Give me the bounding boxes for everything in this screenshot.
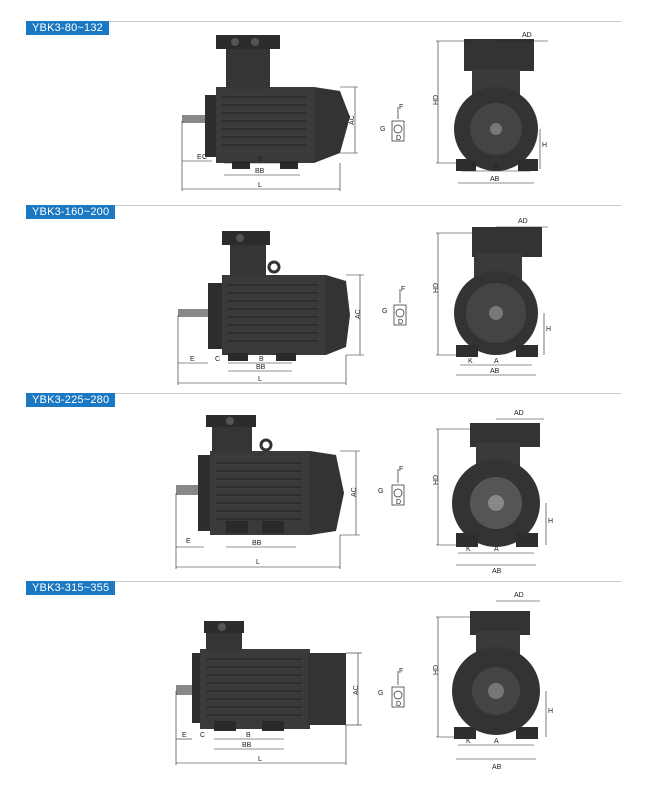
dim-label-b: B — [246, 732, 251, 739]
front-label-hd: HD — [433, 475, 440, 485]
shaft-label-d: D — [396, 701, 401, 708]
front-label-hd: HD — [433, 665, 440, 675]
shaft-detail — [391, 671, 405, 708]
section-divider — [26, 205, 621, 206]
dim-label-ac: AC — [351, 487, 358, 497]
shaft-label-d: D — [396, 499, 401, 506]
model-tag: YBK3-80~132 — [26, 21, 110, 35]
side-view-motor — [176, 621, 346, 731]
dim-label-e: E — [190, 356, 195, 363]
front-label-ad: AD — [514, 592, 524, 599]
front-label-hd: HD — [433, 95, 440, 105]
front-label-h: H — [546, 326, 551, 333]
section-divider — [26, 393, 621, 394]
shaft-label-g: G — [380, 126, 385, 133]
dim-label-c: C — [215, 356, 220, 363]
front-label-h: H — [548, 708, 553, 715]
motor-section: YBK3-80~132 — [0, 21, 645, 201]
dim-label-c: C — [202, 154, 207, 161]
shaft-label-d: D — [398, 319, 403, 326]
dimension-drawing: E C B BB L AC F G D AD — [177, 218, 551, 385]
front-view-motor — [452, 611, 540, 739]
shaft-label-d: D — [396, 135, 401, 142]
dim-label-c: C — [200, 732, 205, 739]
shaft-label-f: F — [401, 286, 405, 293]
front-label-k: K — [472, 162, 477, 169]
section-divider — [26, 581, 621, 582]
front-label-ad: AD — [522, 32, 532, 39]
shaft-detail — [391, 107, 405, 142]
side-dimension-lines — [181, 86, 358, 191]
dim-label-b: B — [258, 156, 263, 163]
dim-label-bb: BB — [252, 540, 262, 547]
front-label-k: K — [468, 358, 473, 365]
front-dimension-lines — [436, 40, 548, 184]
dim-label-ac: AC — [353, 685, 360, 695]
dim-label-l: L — [256, 559, 260, 566]
front-label-a: A — [494, 358, 499, 365]
front-label-ad: AD — [514, 410, 524, 417]
front-label-h: H — [548, 518, 553, 525]
shaft-detail — [391, 469, 405, 506]
front-dimension-lines — [436, 226, 548, 376]
side-dimension-lines — [177, 274, 364, 385]
front-label-ab: AB — [490, 368, 500, 375]
dim-label-ac: AC — [349, 115, 356, 125]
shaft-detail — [393, 289, 407, 326]
dim-label-l: L — [258, 376, 262, 383]
front-label-a: A — [494, 738, 499, 745]
dim-label-e: E — [186, 538, 191, 545]
dim-label-bb: BB — [256, 364, 266, 371]
motor-section: YBK3-160~200 — [0, 205, 645, 391]
front-label-ab: AB — [492, 568, 502, 575]
front-view-motor — [454, 39, 538, 171]
dimension-drawing: E C B BB L AC F G D — [181, 32, 548, 191]
side-view-motor — [178, 231, 350, 361]
dim-label-bb: BB — [242, 742, 252, 749]
shaft-label-f: F — [399, 668, 403, 675]
dim-label-b: B — [259, 356, 264, 363]
side-view-motor — [176, 415, 344, 535]
front-label-h: H — [542, 142, 547, 149]
motor-section: YBK3-225~280 — [0, 393, 645, 579]
shaft-label-f: F — [399, 104, 403, 111]
section-divider — [26, 21, 621, 22]
model-tag: YBK3-225~280 — [26, 393, 116, 407]
front-label-k: K — [466, 546, 471, 553]
front-view-motor — [454, 227, 542, 357]
side-dimension-lines — [175, 652, 362, 765]
motor-section: YBK3-315~355 — [0, 581, 645, 786]
side-view-motor — [182, 35, 350, 169]
front-label-ab: AB — [492, 764, 502, 771]
model-tag: YBK3-315~355 — [26, 581, 116, 595]
shaft-label-g: G — [378, 488, 383, 495]
dim-label-l: L — [258, 756, 262, 763]
side-dimension-lines — [175, 450, 360, 569]
dim-label-bb: BB — [255, 168, 265, 175]
shaft-label-g: G — [378, 690, 383, 697]
dim-label-e: E — [197, 154, 202, 161]
model-tag: YBK3-160~200 — [26, 205, 116, 219]
front-label-a: A — [494, 546, 499, 553]
dimension-drawing: E C B BB L AC F G D AD — [175, 592, 553, 771]
front-label-hd: HD — [433, 283, 440, 293]
dim-label-ac: AC — [355, 309, 362, 319]
dim-label-l: L — [258, 182, 262, 189]
front-dimension-lines — [436, 418, 547, 566]
front-label-a: A — [494, 164, 499, 171]
shaft-label-f: F — [399, 466, 403, 473]
dim-label-e: E — [182, 732, 187, 739]
shaft-label-g: G — [382, 308, 387, 315]
dimension-drawing: E BB L AC F G D AD HD — [175, 410, 553, 575]
front-label-ad: AD — [518, 218, 528, 225]
front-label-ab: AB — [490, 176, 500, 183]
front-dimension-lines — [436, 600, 547, 760]
front-label-k: K — [466, 738, 471, 745]
front-view-motor — [452, 423, 540, 547]
